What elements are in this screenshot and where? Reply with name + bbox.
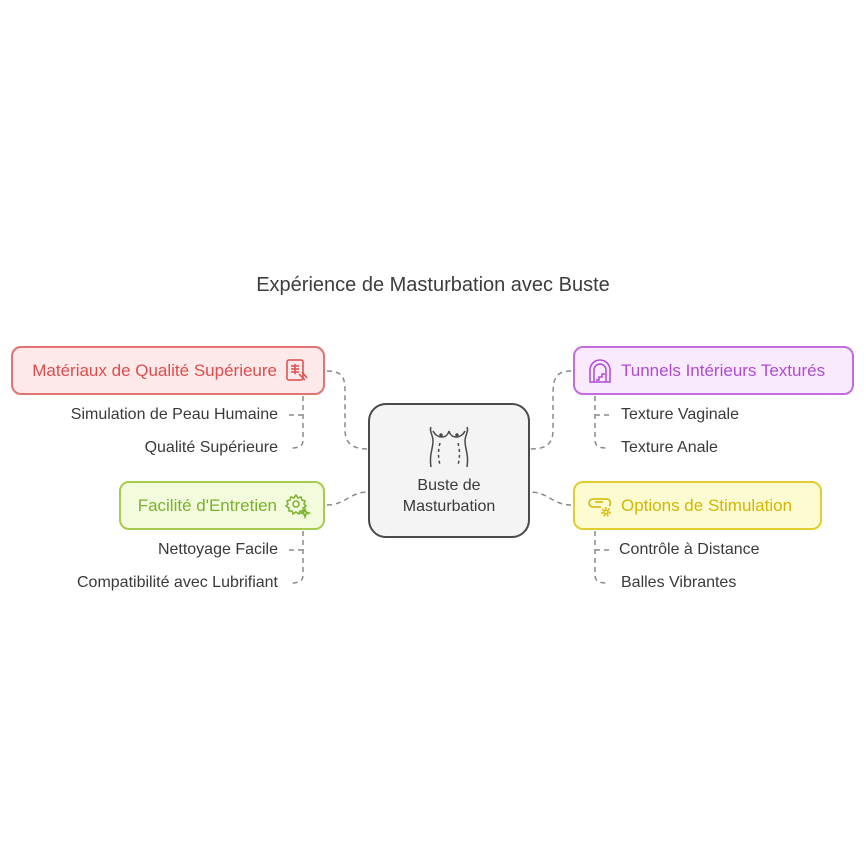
connector-yellow-items — [594, 531, 610, 584]
item-simulation-peau: Simulation de Peau Humaine — [70, 406, 278, 423]
xray-hand-icon — [286, 358, 308, 381]
item-nettoyage: Nettoyage Facile — [157, 541, 278, 558]
connector-green — [326, 491, 369, 506]
connector-red-items — [288, 396, 304, 449]
item-texture-anale: Texture Anale — [621, 439, 718, 456]
central-node: Buste de Masturbation — [368, 403, 530, 538]
item-texture-vaginale: Texture Vaginale — [621, 406, 739, 423]
branch-stimulation: Options de Stimulation — [573, 481, 822, 530]
connector-purple — [529, 370, 572, 450]
item-balles-vibrantes: Balles Vibrantes — [621, 574, 737, 591]
branch-label: Matériaux de Qualité Supérieure — [32, 360, 277, 380]
diagram-title: Expérience de Masturbation avec Buste — [256, 274, 610, 296]
branch-tunnels: Tunnels Intérieurs Texturés — [573, 346, 854, 395]
branch-label: Tunnels Intérieurs Texturés — [621, 360, 826, 380]
connector-yellow — [529, 491, 572, 506]
branch-label: Options de Stimulation — [621, 495, 793, 515]
center-line1: Buste de — [417, 476, 481, 494]
center-line2: Masturbation — [402, 497, 496, 515]
torso-icon — [429, 426, 469, 467]
item-lubrifiant: Compatibilité avec Lubrifiant — [77, 574, 278, 591]
gear-sparkle-icon — [285, 493, 311, 519]
connector-red — [326, 370, 369, 450]
remote-gear-icon — [588, 497, 612, 517]
branch-materiaux: Matériaux de Qualité Supérieure — [11, 346, 325, 395]
tunnel-stairs-icon — [589, 358, 611, 383]
item-controle-distance: Contrôle à Distance — [619, 541, 760, 558]
branch-label: Facilité d'Entretien — [137, 495, 277, 515]
item-qualite-superieure: Qualité Supérieure — [144, 439, 278, 456]
connector-green-items — [288, 531, 304, 584]
connector-purple-items — [594, 396, 610, 449]
branch-entretien: Facilité d'Entretien — [119, 481, 325, 530]
